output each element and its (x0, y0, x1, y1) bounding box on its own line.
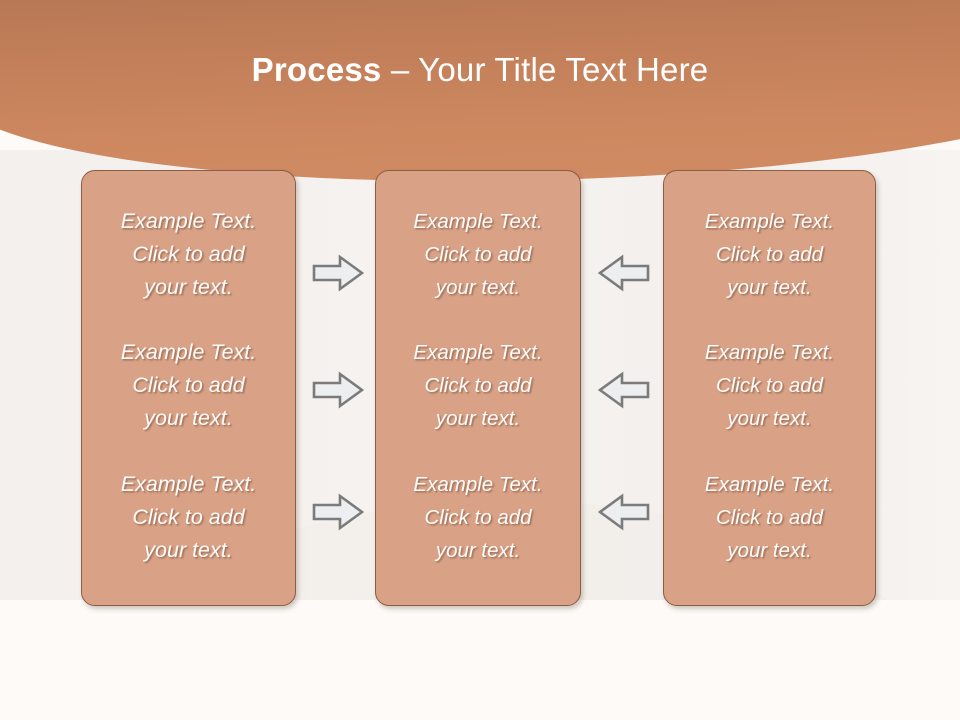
process-cell-text[interactable]: Example Text. Click to add your text. (704, 341, 835, 431)
arrow-right-icon[interactable] (312, 370, 364, 410)
process-column-right[interactable]: Example Text. Click to add your text. Ex… (663, 170, 876, 606)
arrow-right-icon[interactable] (312, 253, 364, 293)
process-cell-text[interactable]: Example Text. Click to add your text. (120, 209, 257, 300)
arrow-right-icon[interactable] (312, 492, 364, 532)
process-cell-text[interactable]: Example Text. Click to add your text. (704, 210, 835, 300)
process-cell-text[interactable]: Example Text. Click to add your text. (413, 472, 543, 562)
arrow-left-icon[interactable] (598, 253, 650, 293)
process-cell-text[interactable]: Example Text. Click to add your text. (413, 341, 543, 431)
page-title-bold: Process (251, 51, 382, 88)
process-cell-text[interactable]: Example Text. Click to add your text. (413, 210, 543, 300)
process-column-left[interactable]: Example Text. Click to add your text. Ex… (81, 170, 296, 606)
page-title: Process – Your Title Text Here (0, 50, 960, 90)
background-bottom-fill (0, 600, 960, 720)
process-cell-text[interactable]: Example Text. Click to add your text. (120, 340, 257, 431)
process-cell-text[interactable]: Example Text. Click to add your text. (704, 472, 835, 562)
arrow-left-icon[interactable] (598, 370, 650, 410)
page-title-rest: – Your Title Text Here (381, 51, 709, 88)
process-column-middle[interactable]: Example Text. Click to add your text. Ex… (375, 170, 581, 606)
process-cell-text[interactable]: Example Text. Click to add your text. (120, 471, 257, 562)
arrow-left-icon[interactable] (598, 492, 650, 532)
